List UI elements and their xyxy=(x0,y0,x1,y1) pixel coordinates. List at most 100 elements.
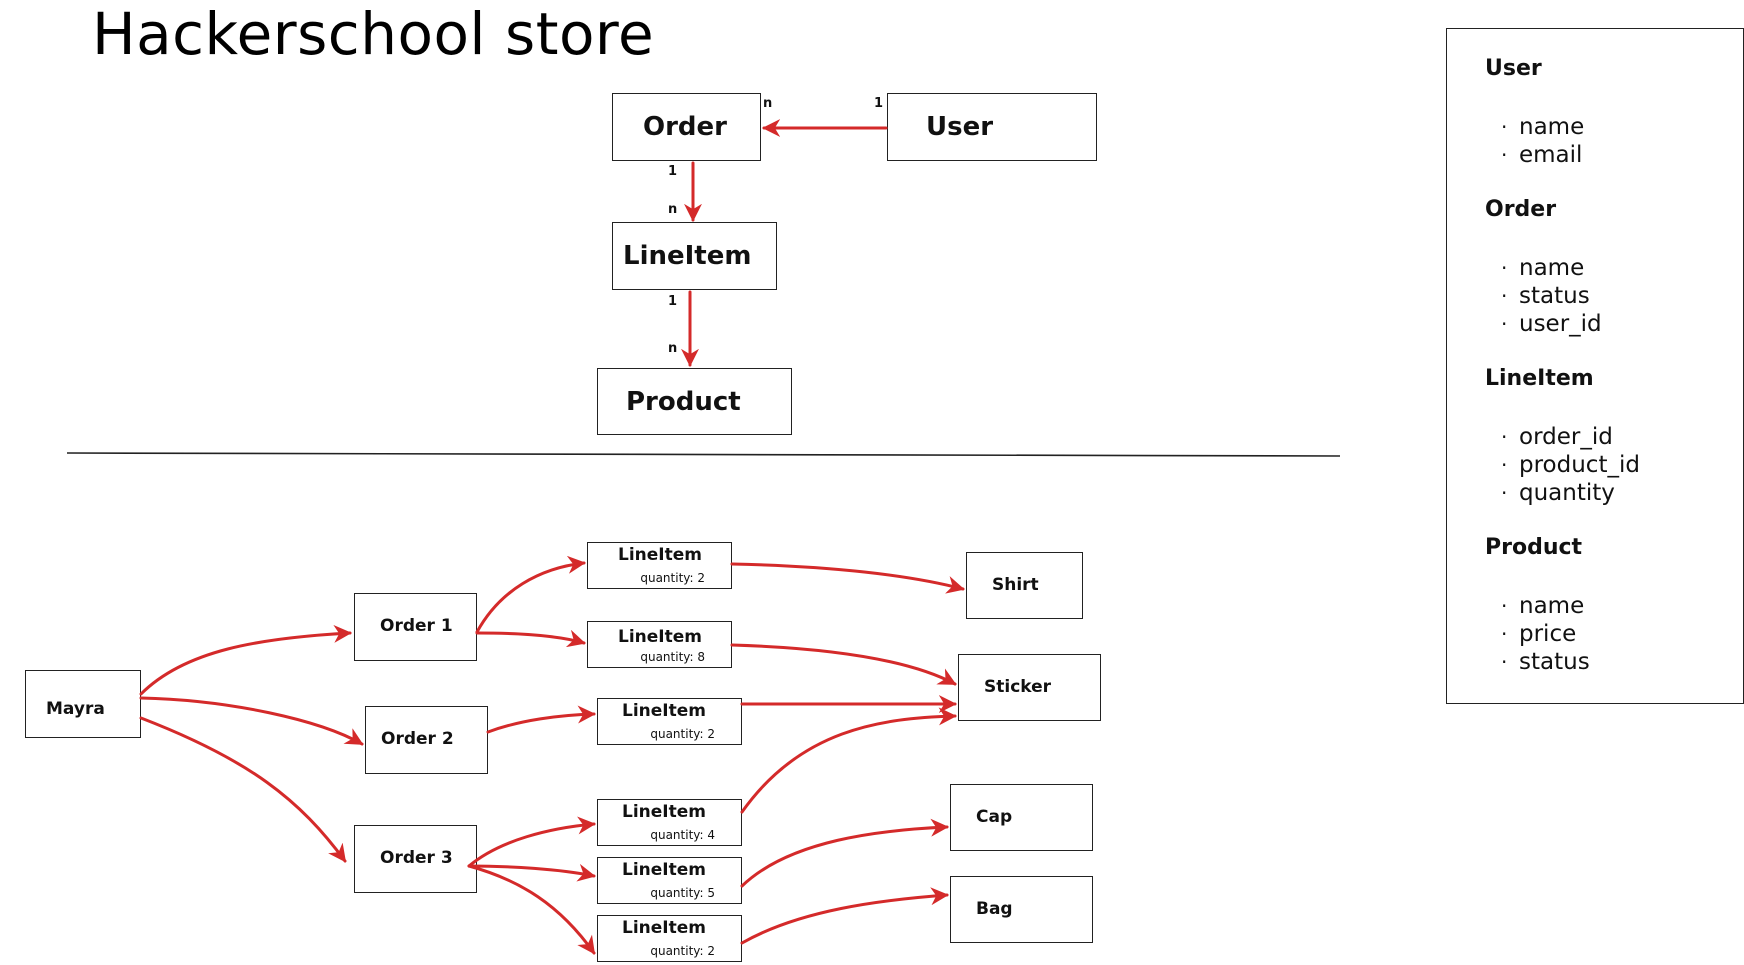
instance-lineitem: LineItem quantity: 2 xyxy=(597,915,742,962)
bullet-icon: · xyxy=(1501,453,1508,477)
arrow-lineitem-shirt xyxy=(730,562,965,594)
er-product-box: Product xyxy=(597,368,792,435)
arrow-order3-lineitem-5 xyxy=(467,863,596,882)
instance-lineitem-qty: quantity: 5 xyxy=(650,886,715,900)
er-user-label: User xyxy=(926,112,994,142)
instance-product-shirt: Shirt xyxy=(966,552,1083,619)
instance-lineitem-label: LineItem xyxy=(618,627,702,647)
instance-lineitem-label: LineItem xyxy=(622,802,706,822)
legend-field-name: name xyxy=(1519,114,1585,140)
legend-field-name: product_id xyxy=(1519,452,1640,478)
card-order-li-n: n xyxy=(668,202,678,217)
instance-product-label: Bag xyxy=(976,899,1013,919)
bullet-icon: · xyxy=(1501,650,1508,674)
arrow-order1-lineitem-2 xyxy=(475,629,586,648)
bullet-icon: · xyxy=(1501,143,1508,167)
er-order-box: Order xyxy=(612,93,761,161)
schema-legend-panel: User · name ·email Order · name · status · u… xyxy=(1446,28,1744,704)
instance-product-sticker: Sticker xyxy=(958,654,1101,721)
legend-product-fields: · name · price · status xyxy=(1501,592,1590,676)
legend-field: · product_id xyxy=(1501,451,1640,479)
instance-lineitem: LineItem quantity: 2 xyxy=(587,542,732,589)
instance-order-label: Order 3 xyxy=(380,848,453,868)
card-li-product-n: n xyxy=(668,341,678,356)
instance-user-label: Mayra xyxy=(46,699,105,719)
instance-lineitem-label: LineItem xyxy=(622,701,706,721)
legend-field: · user_id xyxy=(1501,310,1602,338)
instance-lineitem: LineItem quantity: 8 xyxy=(587,621,732,668)
legend-field: · quantity xyxy=(1501,479,1640,507)
instance-lineitem-qty: quantity: 2 xyxy=(650,944,715,958)
instance-lineitem-qty: quantity: 8 xyxy=(640,650,705,664)
instance-lineitem-label: LineItem xyxy=(622,860,706,880)
er-user-box: User xyxy=(887,93,1097,161)
er-lineitem-box: LineItem xyxy=(612,222,777,290)
bullet-icon: · xyxy=(1501,115,1508,139)
legend-field-name: price xyxy=(1519,621,1577,647)
instance-lineitem: LineItem quantity: 5 xyxy=(597,857,742,904)
legend-user-fields: · name ·email xyxy=(1501,113,1584,169)
legend-product-title: Product xyxy=(1485,535,1583,560)
legend-lineitem-title: LineItem xyxy=(1485,366,1594,391)
arrow-lineitem-bag xyxy=(740,887,949,945)
legend-user-title: User xyxy=(1485,56,1542,81)
card-order-user-1: 1 xyxy=(874,96,884,111)
arrow-lineitem-cap xyxy=(740,818,949,888)
arrow-mayra-order-2 xyxy=(139,696,364,746)
legend-field-name: name xyxy=(1519,255,1585,281)
instance-lineitem-qty: quantity: 2 xyxy=(650,727,715,741)
bullet-icon: · xyxy=(1501,594,1508,618)
instance-product-bag: Bag xyxy=(950,876,1093,943)
instance-order-3: Order 3 xyxy=(354,825,477,893)
legend-field: · name xyxy=(1501,254,1602,282)
legend-field-name: user_id xyxy=(1519,311,1602,337)
arrow-lineitem-sticker-c xyxy=(740,707,957,814)
instance-lineitem-qty: quantity: 2 xyxy=(640,571,705,585)
diagram-title: Hackerschool store xyxy=(92,0,655,68)
legend-field: ·email xyxy=(1501,141,1584,169)
instance-lineitem-qty: quantity: 4 xyxy=(650,828,715,842)
instance-lineitem-label: LineItem xyxy=(622,918,706,938)
legend-field-name: quantity xyxy=(1519,480,1615,506)
arrow-order3-lineitem-4 xyxy=(467,816,596,868)
bullet-icon: · xyxy=(1501,481,1508,505)
legend-lineitem-fields: · order_id · product_id · quantity xyxy=(1501,423,1640,507)
instance-product-label: Shirt xyxy=(992,575,1039,595)
arrow-mayra-order-1 xyxy=(139,624,352,696)
legend-order-fields: · name · status · user_id xyxy=(1501,254,1602,338)
legend-field: · price xyxy=(1501,620,1590,648)
arrow-mayra-order-3 xyxy=(139,716,347,863)
card-order-li-1: 1 xyxy=(668,164,678,179)
bullet-icon: · xyxy=(1501,622,1508,646)
legend-order-title: Order xyxy=(1485,197,1557,222)
legend-field: · name xyxy=(1501,113,1584,141)
instance-lineitem: LineItem quantity: 4 xyxy=(597,799,742,846)
legend-field-name: status xyxy=(1519,283,1590,309)
section-divider xyxy=(66,452,1341,457)
bullet-icon: · xyxy=(1501,312,1508,336)
instance-product-label: Cap xyxy=(976,807,1013,827)
instance-lineitem-label: LineItem xyxy=(618,545,702,565)
legend-field: · name xyxy=(1501,592,1590,620)
instance-order-2: Order 2 xyxy=(365,706,488,774)
arrow-lineitem-sticker-a xyxy=(730,643,957,686)
instance-lineitem: LineItem quantity: 2 xyxy=(597,698,742,745)
legend-field-name: status xyxy=(1519,649,1590,675)
card-li-product-1: 1 xyxy=(668,294,678,309)
card-order-user-n: n xyxy=(763,96,773,111)
bullet-icon: · xyxy=(1501,256,1508,280)
legend-field-name: order_id xyxy=(1519,424,1613,450)
instance-product-cap: Cap xyxy=(950,784,1093,851)
legend-field-name: name xyxy=(1519,593,1585,619)
arrow-order3-lineitem-6 xyxy=(467,864,596,955)
legend-field: · order_id xyxy=(1501,423,1640,451)
er-product-label: Product xyxy=(626,386,741,417)
bullet-icon: · xyxy=(1501,284,1508,308)
arrow-order2-lineitem-3 xyxy=(486,705,596,734)
instance-user-mayra: Mayra xyxy=(25,670,141,738)
instance-order-1: Order 1 xyxy=(354,593,477,661)
instance-order-label: Order 1 xyxy=(380,616,453,636)
arrow-order1-lineitem-1 xyxy=(475,555,586,634)
bullet-icon: · xyxy=(1501,425,1508,449)
er-order-label: Order xyxy=(643,112,727,142)
